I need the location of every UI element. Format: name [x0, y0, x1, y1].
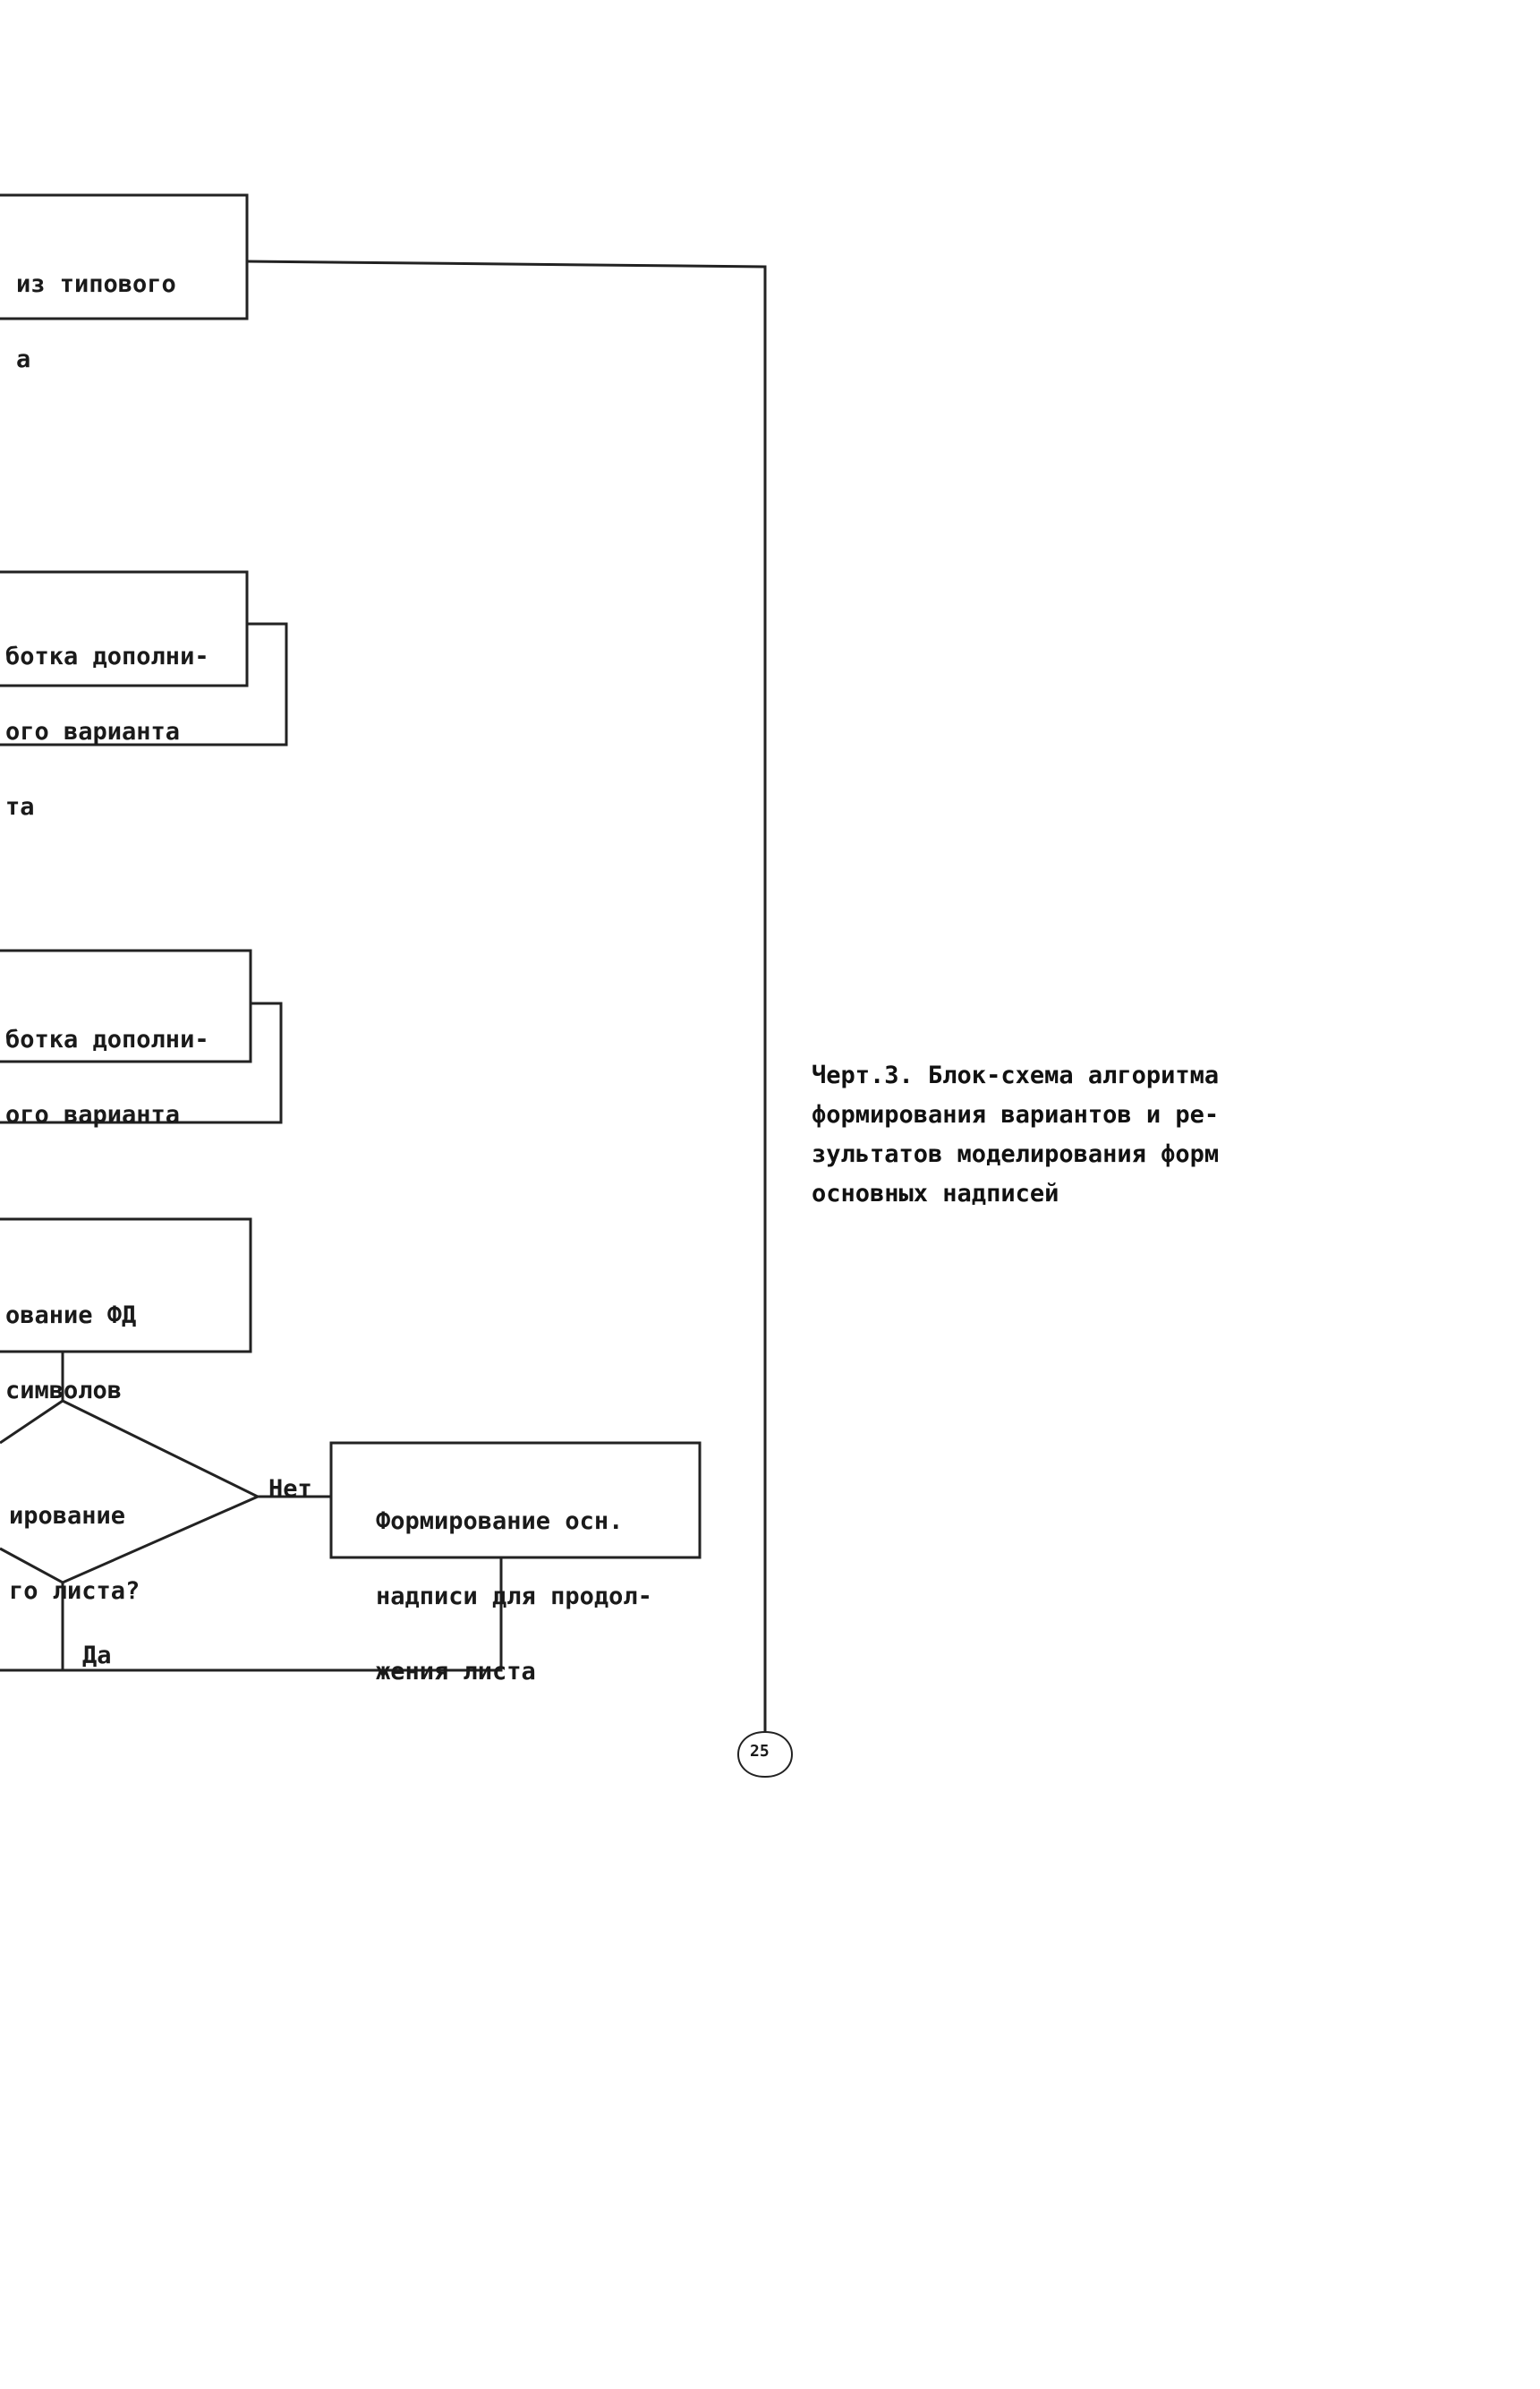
box-additional-variant-2-outline — [0, 949, 252, 1063]
connector-top — [246, 260, 767, 1732]
label-no: Нет — [268, 1475, 312, 1503]
box-additional-variant-2-text: ботка дополни- ого варианта — [5, 977, 209, 1178]
box-fd-symbols-outline — [0, 1217, 252, 1353]
box-additional-variant-2-line-1: ботка дополни- — [5, 1026, 209, 1054]
box-typical-line-1: из типового — [16, 270, 176, 298]
caption-line-1: Черт.3. Блок-схема алгоритма — [812, 1062, 1220, 1089]
box-typical-line-2: а — [16, 346, 31, 373]
page-connector-mark: 25 — [750, 1742, 770, 1761]
box-3-loop — [0, 1002, 283, 1124]
box-additional-variant-1-line-2: ого варианта — [5, 718, 181, 746]
box-continuation-line-1: Формирование осн. — [376, 1507, 624, 1535]
box-fd-symbols-line-1: ование ФД — [5, 1301, 137, 1329]
page-connector-circle — [737, 1730, 793, 1779]
caption-line-3: зультатов моделирования форм — [812, 1140, 1220, 1168]
box-continuation-line-2: надписи для продол- — [376, 1583, 652, 1610]
box-additional-variant-1-outline — [0, 570, 249, 687]
figure-caption: Черт.3. Блок-схема алгоритма формировани… — [812, 1056, 1277, 1214]
box-typical-text: из типового а — [16, 222, 176, 422]
box-additional-variant-2-line-2: ого варианта — [5, 1101, 181, 1129]
box-fd-symbols-text: ование ФД символов — [5, 1253, 136, 1454]
box-2-loop — [0, 622, 288, 747]
caption-line-2: формирования вариантов и ре- — [812, 1101, 1220, 1129]
box-continuation-sheet-text: Формирование осн. надписи для продол- же… — [376, 1459, 652, 1735]
caption-line-4: основных надписей — [812, 1180, 1059, 1207]
decision-line-2: го листа? — [9, 1577, 140, 1605]
box-continuation-line-3: жения листа — [376, 1658, 536, 1685]
box-continuation-sheet-outline — [329, 1441, 702, 1559]
box-additional-variant-1-text: ботка дополни- ого варианта та — [5, 594, 209, 870]
box-additional-variant-1-line-1: ботка дополни- — [5, 643, 209, 670]
decision-line-1: ирование — [9, 1502, 126, 1530]
connector-box5-return — [0, 1557, 503, 1672]
box-additional-variant-1-line-3: та — [5, 793, 35, 821]
box-fd-symbols-line-2: символов — [5, 1377, 123, 1404]
decision-text: ирование го листа? — [9, 1454, 140, 1654]
box-typical-outline — [0, 193, 249, 320]
label-yes: Да — [82, 1642, 112, 1669]
